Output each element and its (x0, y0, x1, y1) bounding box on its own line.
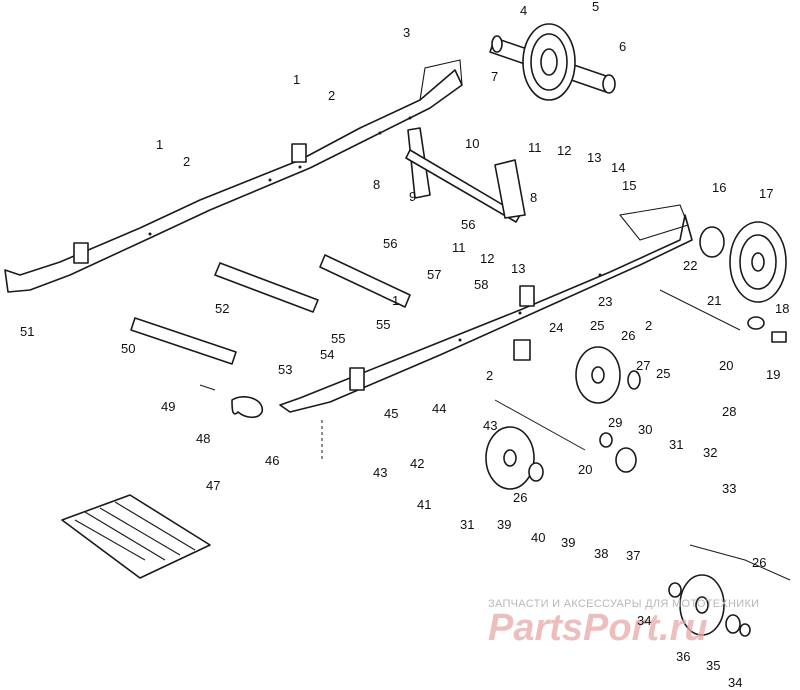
callout-label: 25 (656, 366, 670, 381)
callout-label: 34 (728, 675, 742, 690)
watermark-caption: ЗАПЧАСТИ И АКСЕССУАРЫ ДЛЯ МОТОТЕХНИКИ (488, 598, 759, 610)
callout-label: 29 (608, 415, 622, 430)
callout-label: 37 (626, 548, 640, 563)
callout-label: 6 (619, 39, 626, 54)
rear-wheel (699, 221, 787, 303)
front-arm-crossbar (405, 127, 526, 223)
callout-label: 11 (452, 240, 466, 255)
callout-label: 16 (712, 180, 726, 195)
callout-label: 22 (683, 258, 697, 273)
detail-wheel (668, 544, 791, 637)
callout-label: 56 (461, 217, 475, 232)
callout-label: 1 (392, 293, 399, 308)
callout-label: 10 (465, 136, 479, 151)
front-bumper-bracket (199, 384, 263, 419)
callout-label: 58 (474, 277, 488, 292)
right-rail (279, 204, 693, 413)
callout-label: 48 (196, 431, 210, 446)
callout-label: 1 (293, 72, 300, 87)
callout-label: 46 (265, 453, 279, 468)
callout-label: 26 (752, 555, 766, 570)
callout-label: 19 (766, 367, 780, 382)
watermark: ЗАПЧАСТИ И АКСЕССУАРЫ ДЛЯ МОТОТЕХНИКИ Pa… (488, 598, 759, 649)
callout-label: 39 (561, 535, 575, 550)
left-rail (4, 59, 463, 293)
callout-label: 18 (775, 301, 789, 316)
callout-label: 1 (156, 137, 163, 152)
callout-label: 52 (215, 301, 229, 316)
callout-label: 9 (409, 189, 416, 204)
callout-label: 15 (622, 178, 636, 193)
bogie-axle (494, 339, 613, 451)
callout-label: 8 (530, 190, 537, 205)
callout-label: 24 (549, 320, 563, 335)
callout-label: 47 (206, 478, 220, 493)
cross-shafts (130, 254, 411, 365)
callout-label: 13 (587, 150, 601, 165)
callout-label: 42 (410, 456, 424, 471)
callout-label: 26 (621, 328, 635, 343)
callout-label: 17 (759, 186, 773, 201)
callout-label: 34 (637, 613, 651, 628)
callout-label: 28 (722, 404, 736, 419)
callout-label: 43 (373, 465, 387, 480)
callout-label: 5 (592, 0, 599, 14)
callout-label: 50 (121, 341, 135, 356)
watermark-logo: PartsPort.ru (488, 607, 708, 649)
callout-label: 30 (638, 422, 652, 437)
slider-plate (61, 494, 211, 579)
callout-label: 49 (161, 399, 175, 414)
callout-label: 13 (511, 261, 525, 276)
callout-label: 14 (611, 160, 625, 175)
callout-label: 12 (557, 143, 571, 158)
callout-label: 25 (590, 318, 604, 333)
rear-idler-axle (489, 23, 616, 101)
callout-label: 20 (719, 358, 733, 373)
callout-label: 56 (383, 236, 397, 251)
callout-label: 57 (427, 267, 441, 282)
callout-label: 27 (636, 358, 650, 373)
callout-label: 41 (417, 497, 431, 512)
callout-label: 3 (403, 25, 410, 40)
callout-label: 31 (669, 437, 683, 452)
callout-label: 32 (703, 445, 717, 460)
callout-label: 45 (384, 406, 398, 421)
callout-label: 2 (486, 368, 493, 383)
callout-label: 2 (328, 88, 335, 103)
middle-idler-wheels (485, 346, 641, 490)
callout-label: 2 (183, 154, 190, 169)
callout-label: 55 (331, 331, 345, 346)
callout-label: 12 (480, 251, 494, 266)
callout-label: 23 (598, 294, 612, 309)
callout-label: 38 (594, 546, 608, 561)
callout-label: 4 (520, 3, 527, 18)
callout-label: 39 (497, 517, 511, 532)
callout-label: 2 (645, 318, 652, 333)
callout-label: 26 (513, 490, 527, 505)
callout-label: 36 (676, 649, 690, 664)
callout-label: 53 (278, 362, 292, 377)
callout-label: 21 (707, 293, 721, 308)
callout-label: 7 (491, 69, 498, 84)
callout-label: 55 (376, 317, 390, 332)
callout-label: 40 (531, 530, 545, 545)
callout-label: 35 (706, 658, 720, 673)
callout-label: 11 (528, 140, 542, 155)
callout-label: 33 (722, 481, 736, 496)
callout-labels: 1 2 3 4 5 6 7 1 2 10 8 9 11 12 13 14 8 1… (20, 0, 789, 690)
rear-axle-bolt (659, 289, 787, 343)
callout-label: 8 (373, 177, 380, 192)
callout-label: 44 (432, 401, 446, 416)
callout-label: 31 (460, 517, 474, 532)
callout-label: 43 (483, 418, 497, 433)
callout-label: 54 (320, 347, 334, 362)
callout-label: 20 (578, 462, 592, 477)
callout-label: 51 (20, 324, 34, 339)
